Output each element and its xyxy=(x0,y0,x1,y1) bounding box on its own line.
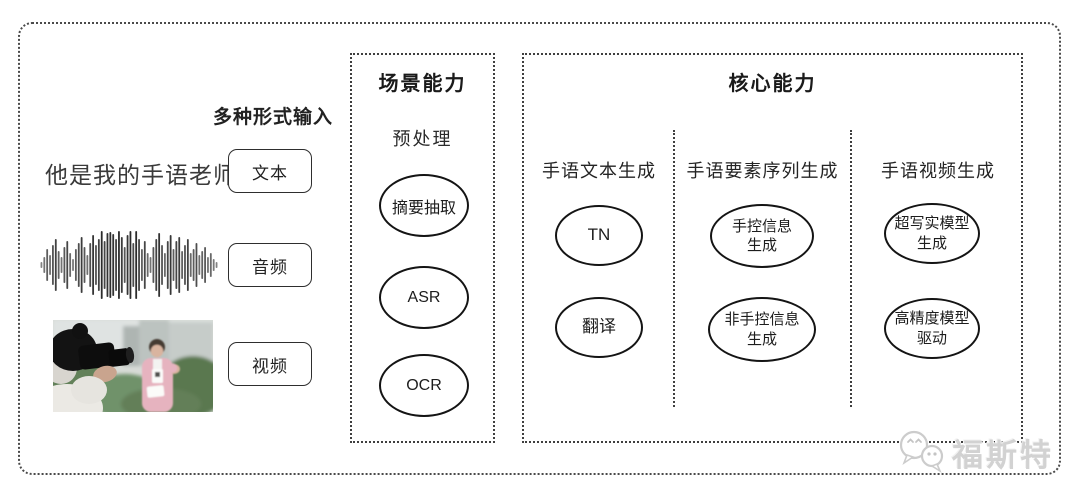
input-section-title: 多种形式输入 xyxy=(213,107,334,128)
scene-box-title: 场景能力 xyxy=(378,73,467,95)
sample-input-text: 他是我的手语老师 xyxy=(45,162,237,188)
node-label: 生成 xyxy=(746,237,777,254)
node-label: 高精度模型 xyxy=(894,310,970,327)
node-label: 驱动 xyxy=(916,329,947,347)
column-header-sign-video: 手语视频生成 xyxy=(881,161,995,181)
input-type-text-box: 文本 xyxy=(228,149,312,193)
input-type-label: 文本 xyxy=(252,163,288,183)
outer-dotted-border xyxy=(18,22,1061,475)
node-non-manual-info-generation: 非手控信息 生成 xyxy=(708,297,816,362)
node-high-precision-model-driving: 高精度模型 驱动 xyxy=(884,298,980,359)
node-translation: 翻译 xyxy=(555,297,643,358)
watermark: 福斯特 xyxy=(896,428,1054,476)
column-header-sign-element-sequence: 手语要素序列生成 xyxy=(686,161,839,181)
node-label: 手控信息 xyxy=(731,217,792,235)
node-ocr: OCR xyxy=(379,354,469,417)
core-box-title: 核心能力 xyxy=(728,73,817,95)
node-label: 翻译 xyxy=(582,317,616,337)
node-label: 生成 xyxy=(746,330,777,348)
node-hyperrealistic-model-generation: 超写实模型 生成 xyxy=(884,203,980,264)
node-tn: TN xyxy=(555,205,643,266)
node-label: 超写实模型 xyxy=(894,215,970,232)
audio-waveform-icon xyxy=(40,231,218,299)
node-label: 生成 xyxy=(916,234,947,252)
watermark-brand: 福斯特 xyxy=(952,437,1054,473)
input-type-label: 视频 xyxy=(252,356,288,376)
wechat-icon xyxy=(899,430,944,474)
preprocess-label: 预处理 xyxy=(392,129,453,149)
video-scene-illustration xyxy=(53,320,213,412)
core-capability-box: 核心能力 手语文本生成 手语要素序列生成 手语视频生成 TN 翻译 手控信息 生… xyxy=(522,53,1023,443)
node-label: TN xyxy=(587,225,611,245)
scene-capability-box: 场景能力 预处理 摘要抽取 ASR OCR xyxy=(350,53,495,443)
column-header-sign-text: 手语文本生成 xyxy=(542,161,656,181)
node-summary-extraction: 摘要抽取 xyxy=(379,174,469,237)
video-thumbnail xyxy=(53,320,213,412)
node-label: 非手控信息 xyxy=(724,311,800,328)
column-divider xyxy=(850,130,852,407)
input-type-label: 音频 xyxy=(252,257,288,277)
node-manual-info-generation: 手控信息 生成 xyxy=(710,204,814,268)
input-type-audio-box: 音频 xyxy=(228,243,312,287)
column-divider xyxy=(673,130,675,407)
node-asr: ASR xyxy=(379,266,469,329)
input-type-video-box: 视频 xyxy=(228,342,312,386)
